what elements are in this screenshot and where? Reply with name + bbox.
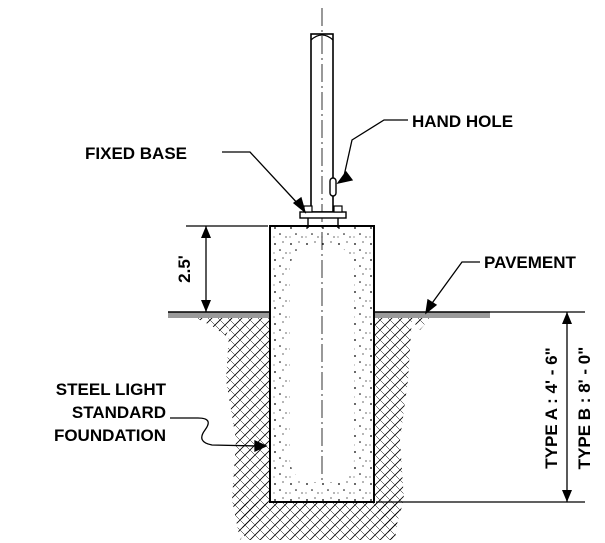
foundation-label-line1: STEEL LIGHT <box>56 380 167 399</box>
pavement-surface <box>168 311 490 318</box>
dimension-depth <box>376 311 585 503</box>
fixed-base-label: FIXED BASE <box>85 144 187 163</box>
hand-hole-label: HAND HOLE <box>412 112 513 131</box>
hand-hole <box>329 177 337 197</box>
type-b-dimension-text: TYPE B : 8' - 0" <box>575 347 594 470</box>
above-grade-dimension-text: 2.5' <box>175 255 194 283</box>
foundation-label-line3: FOUNDATION <box>54 426 166 445</box>
soil-hatching <box>196 318 430 540</box>
dimension-above-grade <box>186 225 268 312</box>
type-a-dimension-text: TYPE A : 4' - 6" <box>542 347 561 468</box>
pavement-label: PAVEMENT <box>484 253 577 272</box>
leader-lines <box>170 119 480 453</box>
foundation-label-line2: STANDARD <box>72 403 166 422</box>
